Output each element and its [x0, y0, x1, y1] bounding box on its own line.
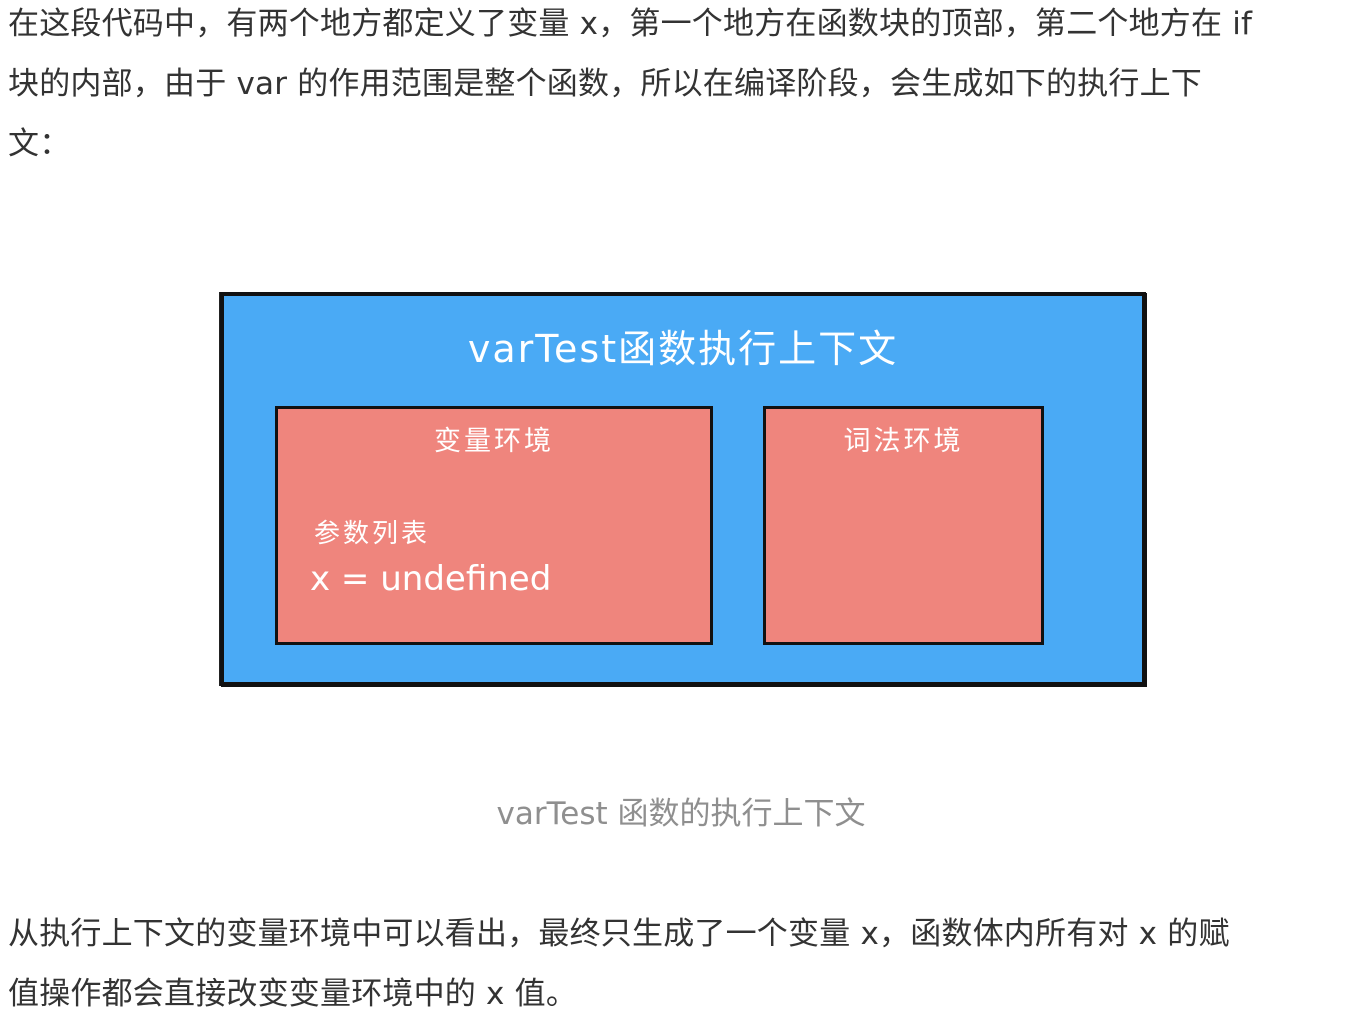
figure-caption: varTest 函数的执行上下文 [496, 796, 866, 832]
param-list-label: 参数列表 [314, 519, 431, 549]
variable-environment-title: 变量环境 [434, 426, 554, 457]
param-value-x: x = undefined [310, 559, 552, 599]
lexical-environment-title: 词法环境 [843, 426, 964, 457]
intro-paragraph-line-3: 文： [8, 126, 71, 162]
intro-paragraph: 在这段代码中，有两个地方都定义了变量 x，第一个地方在函数块的顶部，第二个地方在… [8, 0, 1360, 174]
variable-environment-box: 变量环境 参数列表 x = undefined [275, 406, 713, 645]
conclusion-paragraph: 从执行上下文的变量环境中可以看出，最终只生成了一个变量 x，函数体内所有对 x … [8, 904, 1360, 1024]
conclusion-paragraph-line-2: 值操作都会直接改变变量环境中的 x 值。 [8, 976, 578, 1012]
intro-paragraph-line-1: 在这段代码中，有两个地方都定义了变量 x，第一个地方在函数块的顶部，第二个地方在… [8, 6, 1253, 42]
lexical-environment-box: 词法环境 [763, 406, 1044, 645]
execution-context-diagram: varTest函数执行上下文 变量环境 参数列表 x = undefined 词… [220, 292, 1146, 686]
diagram-title: varTest函数执行上下文 [467, 327, 899, 371]
conclusion-paragraph-line-1: 从执行上下文的变量环境中可以看出，最终只生成了一个变量 x，函数体内所有对 x … [8, 916, 1230, 952]
intro-paragraph-line-2: 块的内部，由于 var 的作用范围是整个函数，所以在编译阶段，会生成如下的执行上… [8, 66, 1202, 102]
